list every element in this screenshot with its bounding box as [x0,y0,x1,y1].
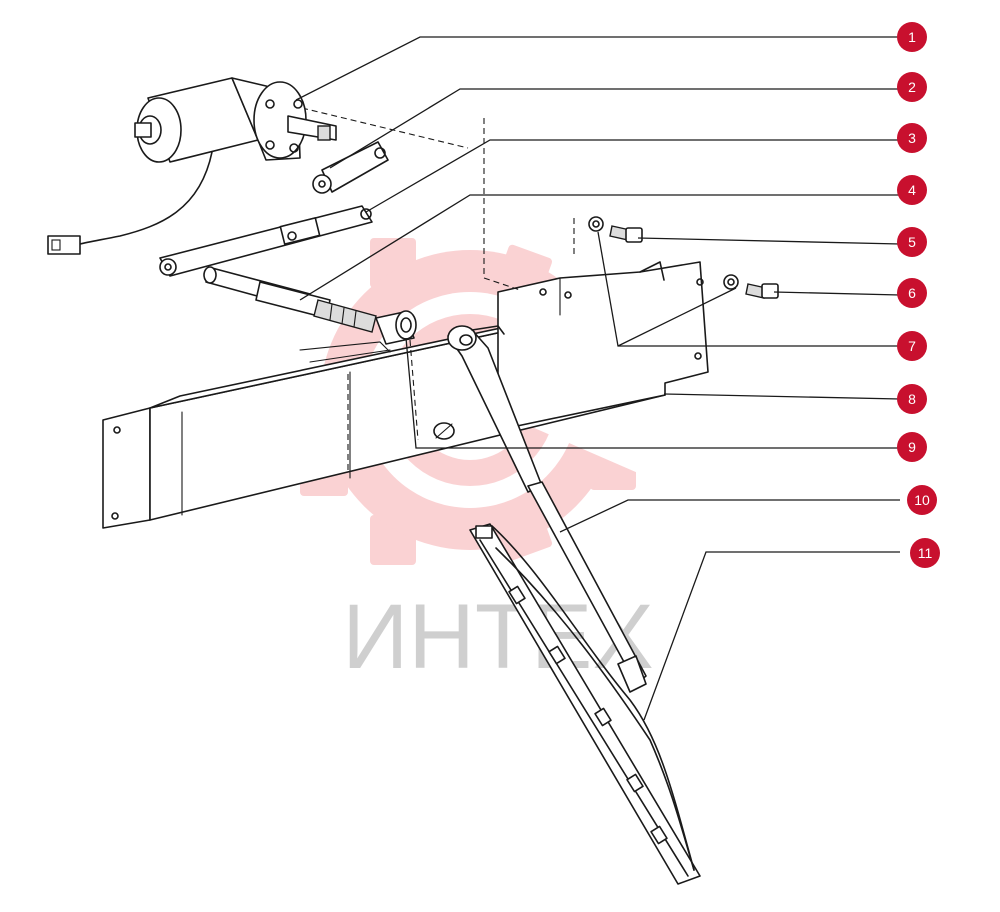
wiper-blade [469,523,701,885]
svg-text:6: 6 [908,285,916,301]
wiper-shaft [203,266,377,333]
callout-6: 6 [897,278,927,308]
callout-7: 7 [897,331,927,361]
leader-lines [295,36,901,721]
svg-text:3: 3 [908,130,916,146]
svg-text:11: 11 [918,545,933,561]
wiper-arm [447,325,647,693]
wiper-motor [47,77,337,255]
callout-11: 11 [910,538,940,568]
svg-text:4: 4 [908,182,916,198]
svg-text:10: 10 [914,492,930,508]
svg-text:7: 7 [908,338,916,354]
callout-5: 5 [897,227,927,257]
spindle-nut [375,310,417,345]
callout-badges: 1 2 3 4 5 6 7 8 9 10 11 [897,22,940,568]
callout-2: 2 [897,72,927,102]
svg-text:2: 2 [908,79,916,95]
crank-link [312,141,389,194]
svg-text:1: 1 [908,29,916,45]
svg-text:8: 8 [908,391,916,407]
housing-panel [102,107,709,529]
callout-10: 10 [907,485,937,515]
callout-9: 9 [897,432,927,462]
drive-rod [159,205,373,277]
washer-bolt-upper [588,216,643,243]
svg-text:5: 5 [908,234,916,250]
washer-bolt-lower [723,274,779,299]
svg-text:9: 9 [908,439,916,455]
callout-1: 1 [897,22,927,52]
callout-4: 4 [897,175,927,205]
callout-3: 3 [897,123,927,153]
watermark-text: ИНТЕХ [342,586,654,688]
callout-8: 8 [897,384,927,414]
